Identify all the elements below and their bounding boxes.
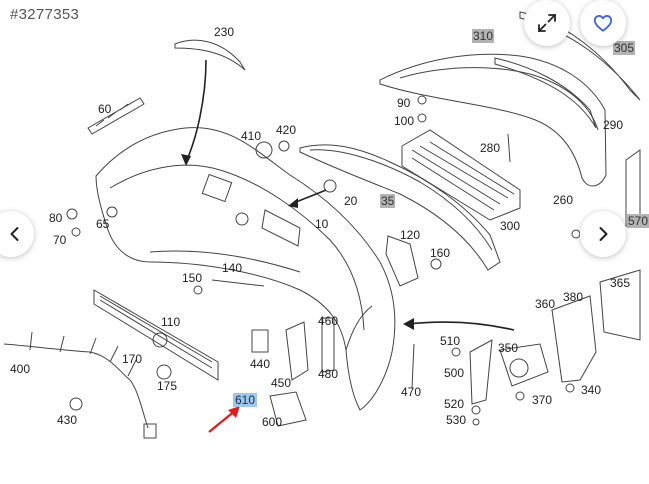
part-label: 90 bbox=[397, 96, 411, 110]
part-label: 510 bbox=[440, 334, 461, 348]
part-label: 360 bbox=[535, 297, 556, 311]
part-label: 60 bbox=[98, 102, 112, 116]
part-label-highlighted: 570 bbox=[627, 214, 649, 228]
part-label: 170 bbox=[122, 352, 143, 366]
part-label: 160 bbox=[430, 246, 451, 260]
red-pointer-arrow bbox=[208, 406, 240, 433]
part-label: 370 bbox=[532, 393, 553, 407]
part-label: 300 bbox=[500, 219, 521, 233]
part-label: 260 bbox=[553, 193, 574, 207]
part-label: 20 bbox=[344, 194, 358, 208]
expand-icon bbox=[538, 14, 556, 32]
part-label: 290 bbox=[603, 118, 624, 132]
part-label: 365 bbox=[610, 276, 631, 290]
heart-icon bbox=[593, 15, 613, 32]
part-label: 175 bbox=[157, 379, 178, 393]
part-label: 400 bbox=[10, 362, 31, 376]
part-label: 600 bbox=[262, 415, 283, 429]
part-label: 230 bbox=[214, 25, 235, 39]
part-label: 80 bbox=[49, 211, 63, 225]
chevron-left-icon bbox=[10, 227, 19, 241]
part-label: 440 bbox=[250, 357, 271, 371]
part-label: 140 bbox=[222, 261, 243, 275]
part-label: 280 bbox=[480, 141, 501, 155]
part-label: 450 bbox=[271, 376, 292, 390]
image-code: #3277353 bbox=[10, 6, 80, 23]
part-label: 340 bbox=[581, 383, 602, 397]
part-label: 380 bbox=[563, 290, 584, 304]
diffuser-shape bbox=[299, 144, 501, 271]
part-label-highlighted: 35 bbox=[380, 194, 396, 208]
grille-shape bbox=[401, 129, 521, 221]
part-label: 480 bbox=[318, 367, 339, 381]
upper-spoiler-shape bbox=[379, 53, 607, 187]
part-label: 430 bbox=[57, 413, 78, 427]
part-label: 500 bbox=[444, 366, 465, 380]
trim-strip-shape bbox=[174, 39, 246, 71]
part-label: 120 bbox=[400, 228, 421, 242]
impact-rail-shape bbox=[93, 289, 219, 381]
part-label-highlighted: 310 bbox=[472, 29, 495, 43]
wire-harness-shape bbox=[3, 343, 149, 429]
part-label: 470 bbox=[401, 385, 422, 399]
next-image-button[interactable] bbox=[580, 211, 626, 257]
bumper-cover-shape bbox=[95, 127, 396, 411]
part-label: 520 bbox=[444, 397, 465, 411]
part-label: 150 bbox=[182, 271, 203, 285]
part-label-highlighted: 305 bbox=[613, 41, 636, 55]
chevron-right-icon bbox=[599, 227, 608, 241]
part-label: 110 bbox=[161, 315, 181, 329]
part-label: 350 bbox=[498, 341, 519, 355]
part-label: 530 bbox=[446, 413, 467, 427]
part-label: 70 bbox=[53, 233, 67, 247]
part-label: 65 bbox=[96, 217, 110, 231]
part-label: 100 bbox=[394, 114, 415, 128]
expand-button[interactable] bbox=[524, 0, 570, 46]
part-label: 420 bbox=[276, 123, 297, 137]
favorite-button[interactable] bbox=[580, 0, 626, 46]
part-label: 10 bbox=[315, 217, 329, 231]
part-label: 460 bbox=[318, 314, 339, 328]
selected-part-label: 610 bbox=[233, 393, 258, 407]
part-label: 410 bbox=[241, 129, 262, 143]
